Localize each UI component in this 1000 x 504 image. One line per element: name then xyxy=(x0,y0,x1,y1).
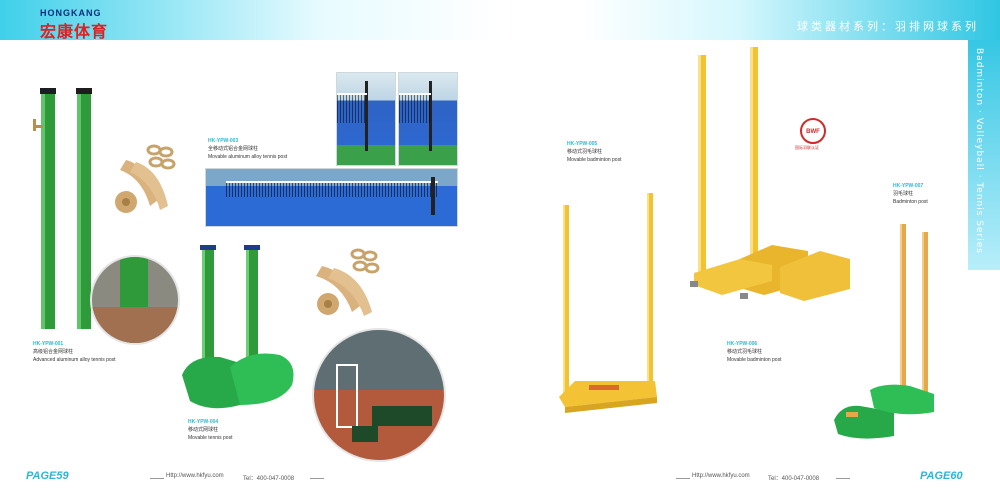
product-code: HK-YPW-003 xyxy=(208,138,239,144)
badminton-post-illustration-tall xyxy=(690,47,850,301)
post-detail-photo xyxy=(90,255,180,345)
movable-badminton-post-illustration xyxy=(559,193,657,413)
product-code: HK-YPW-005 xyxy=(567,141,598,147)
footer-divider-left-a xyxy=(150,478,164,479)
footer-tel-right: Tel：400-047-0008 xyxy=(768,476,820,482)
series-title: 球类器材系列：羽排网球系列 xyxy=(797,20,979,33)
fittings-illustration-right xyxy=(316,248,380,316)
fittings-illustration-left xyxy=(115,144,176,213)
product-name-cn: 羽毛球柱 xyxy=(893,191,914,197)
product-code: HK-YPW-001 xyxy=(33,341,64,347)
product-name-en: Movable tennis post xyxy=(188,435,233,441)
caption-hk-ypw-004: HK-YPW-004 移动式网球柱 Movable tennis post xyxy=(188,418,232,442)
footer-url-right[interactable]: Http://www.hkfyu.com xyxy=(692,473,750,479)
bwf-certification-text: 国际羽联认证 xyxy=(795,145,819,150)
product-name-cn: 全移动式铝合金网球柱 xyxy=(208,146,259,152)
caption-hk-ypw-005: HK-YPW-005 移动式羽毛球柱 Movable badminton pos… xyxy=(567,140,621,164)
footer-divider-left-b xyxy=(310,478,324,479)
caption-hk-ypw-001: HK-YPW-001 高级铝合金网球柱 Advanced aluminum al… xyxy=(33,340,116,364)
court-bench-photo xyxy=(312,328,446,462)
aluminum-tennis-post-illustration xyxy=(33,88,92,329)
logo-chinese: 宏康体育 xyxy=(40,22,109,41)
caption-hk-ypw-006: HK-YPW-006 移动式羽毛球柱 Movable badminton pos… xyxy=(727,340,781,364)
product-name-en: Badminton post xyxy=(893,199,928,205)
court-photo-2 xyxy=(398,72,458,166)
product-name-en: Advanced aluminum alloy tennis post xyxy=(33,357,116,363)
bwf-certification-badge: BWF 国际羽联认证 xyxy=(795,118,829,154)
footer-tel-left: Tel：400-047-0008 xyxy=(243,476,295,482)
caption-hk-ypw-003: HK-YPW-003 全移动式铝合金网球柱 Movable aluminum a… xyxy=(208,137,287,161)
header-band xyxy=(0,0,1000,40)
page-number-right: PAGE60 xyxy=(920,470,963,482)
caption-hk-ypw-007: HK-YPW-007 羽毛球柱 Badminton post xyxy=(893,182,928,206)
court-photo-1 xyxy=(336,72,396,166)
product-code: HK-YPW-006 xyxy=(727,341,758,347)
product-code: HK-YPW-007 xyxy=(893,183,924,189)
bwf-logo: BWF xyxy=(800,118,826,144)
logo-english: HONGKANG xyxy=(40,8,102,18)
footer-divider-right-b xyxy=(836,478,850,479)
product-name-en: Movable badminton post xyxy=(567,157,622,163)
product-name-en: Movable aluminum alloy tennis post xyxy=(208,154,288,160)
product-name-cn: 移动式羽毛球柱 xyxy=(567,149,603,155)
page-number-left: PAGE59 xyxy=(26,470,69,482)
side-series-title: Badminton · Volleyball · Tennis Series xyxy=(974,48,984,254)
product-name-cn: 移动式网球柱 xyxy=(188,427,219,433)
badminton-post-illustration-green-base xyxy=(834,224,934,439)
court-photo-wide xyxy=(205,168,458,227)
footer-divider-right-a xyxy=(676,478,690,479)
product-name-cn: 高级铝合金网球柱 xyxy=(33,349,74,355)
product-name-cn: 移动式羽毛球柱 xyxy=(727,349,763,355)
side-strip xyxy=(968,40,1000,270)
product-code: HK-YPW-004 xyxy=(188,419,219,425)
movable-tennis-post-illustration xyxy=(182,245,294,409)
brand-logo[interactable]: HONGKANG 宏康体育 xyxy=(40,8,120,41)
product-name-en: Movable badminton post xyxy=(727,357,782,363)
footer-url-left[interactable]: Http://www.hkfyu.com xyxy=(166,473,224,479)
